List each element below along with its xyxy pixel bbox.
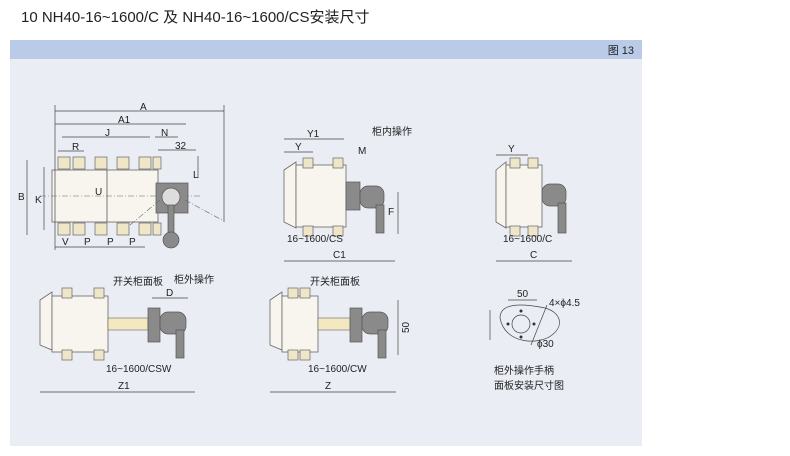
figure-label: 图 13 [607, 45, 634, 57]
dim-A: A [140, 102, 147, 113]
dim-A1: A1 [118, 115, 131, 126]
dim-P: P [84, 237, 91, 248]
dim-holes: 4×ϕ4.5 [549, 298, 580, 309]
front-view: A A1 J N R 32 B K U L V P P P [18, 102, 225, 250]
caption-line-2: 面板安装尺寸图 [494, 379, 564, 392]
dim-C: C [530, 250, 537, 261]
dim-R: R [72, 142, 79, 153]
caption-inner-operation: 柜内操作 [372, 125, 412, 138]
dim-V: V [62, 237, 69, 248]
page-title: 10 NH40-16~1600/C 及 NH40-16~1600/CS安装尺寸 [21, 9, 370, 26]
dim-J: J [105, 128, 110, 139]
dim-B: B [18, 192, 25, 203]
dim-U: U [95, 187, 102, 198]
dim-K: K [35, 195, 42, 206]
dim-P: P [107, 237, 114, 248]
side-view-inner-operation: Y1 Y 柜内操作 M 16~1600/CS C1 F [283, 125, 412, 262]
model-label: 16~1600/C [503, 234, 552, 245]
dim-50: 50 [517, 289, 529, 300]
model-label: 16~1600/CSW [106, 364, 172, 375]
dim-C1: C1 [333, 250, 346, 261]
side-view-basic: Y 16~1600/C C [495, 144, 572, 262]
dim-Y: Y [508, 144, 515, 155]
figure-header-bar: 图 13 [10, 40, 642, 59]
dim-50: 50 [401, 321, 412, 333]
caption-line-1: 柜外操作手柄 [494, 364, 554, 377]
dim-N: N [161, 128, 168, 139]
dim-F: F [388, 207, 394, 218]
dim-32: 32 [175, 141, 187, 152]
terminals-top [57, 156, 162, 170]
panel-label: 开关柜面板 [310, 275, 360, 288]
model-label: 16~1600/CS [287, 234, 343, 245]
dim-L: L [193, 170, 199, 181]
drawing-panel: 图 13 [10, 40, 642, 446]
panel-label: 开关柜面板 [113, 275, 163, 288]
dim-Z1: Z1 [118, 381, 130, 392]
dim-M: M [358, 146, 366, 157]
outer-operation-csw-view: 开关柜面板 柜外操作 D 16~1600/CSW Z1 [39, 273, 214, 393]
dim-Y: Y [295, 142, 302, 153]
dim-Y1: Y1 [307, 129, 320, 140]
model-label: 16~1600/CW [308, 364, 367, 375]
dim-phi30: ϕ30 [537, 339, 554, 350]
panel-cutout-drawing: 50 4×ϕ4.5 ϕ30 柜外操作手柄 面板安装尺寸图 [489, 289, 580, 392]
dim-P: P [129, 237, 136, 248]
terminals-bottom [57, 222, 162, 236]
caption-outer-operation: 柜外操作 [174, 273, 214, 286]
dim-Z: Z [325, 381, 331, 392]
outer-operation-cw-view: 开关柜面板 50 16~1600/CW Z [269, 275, 412, 393]
dim-D: D [166, 288, 173, 299]
